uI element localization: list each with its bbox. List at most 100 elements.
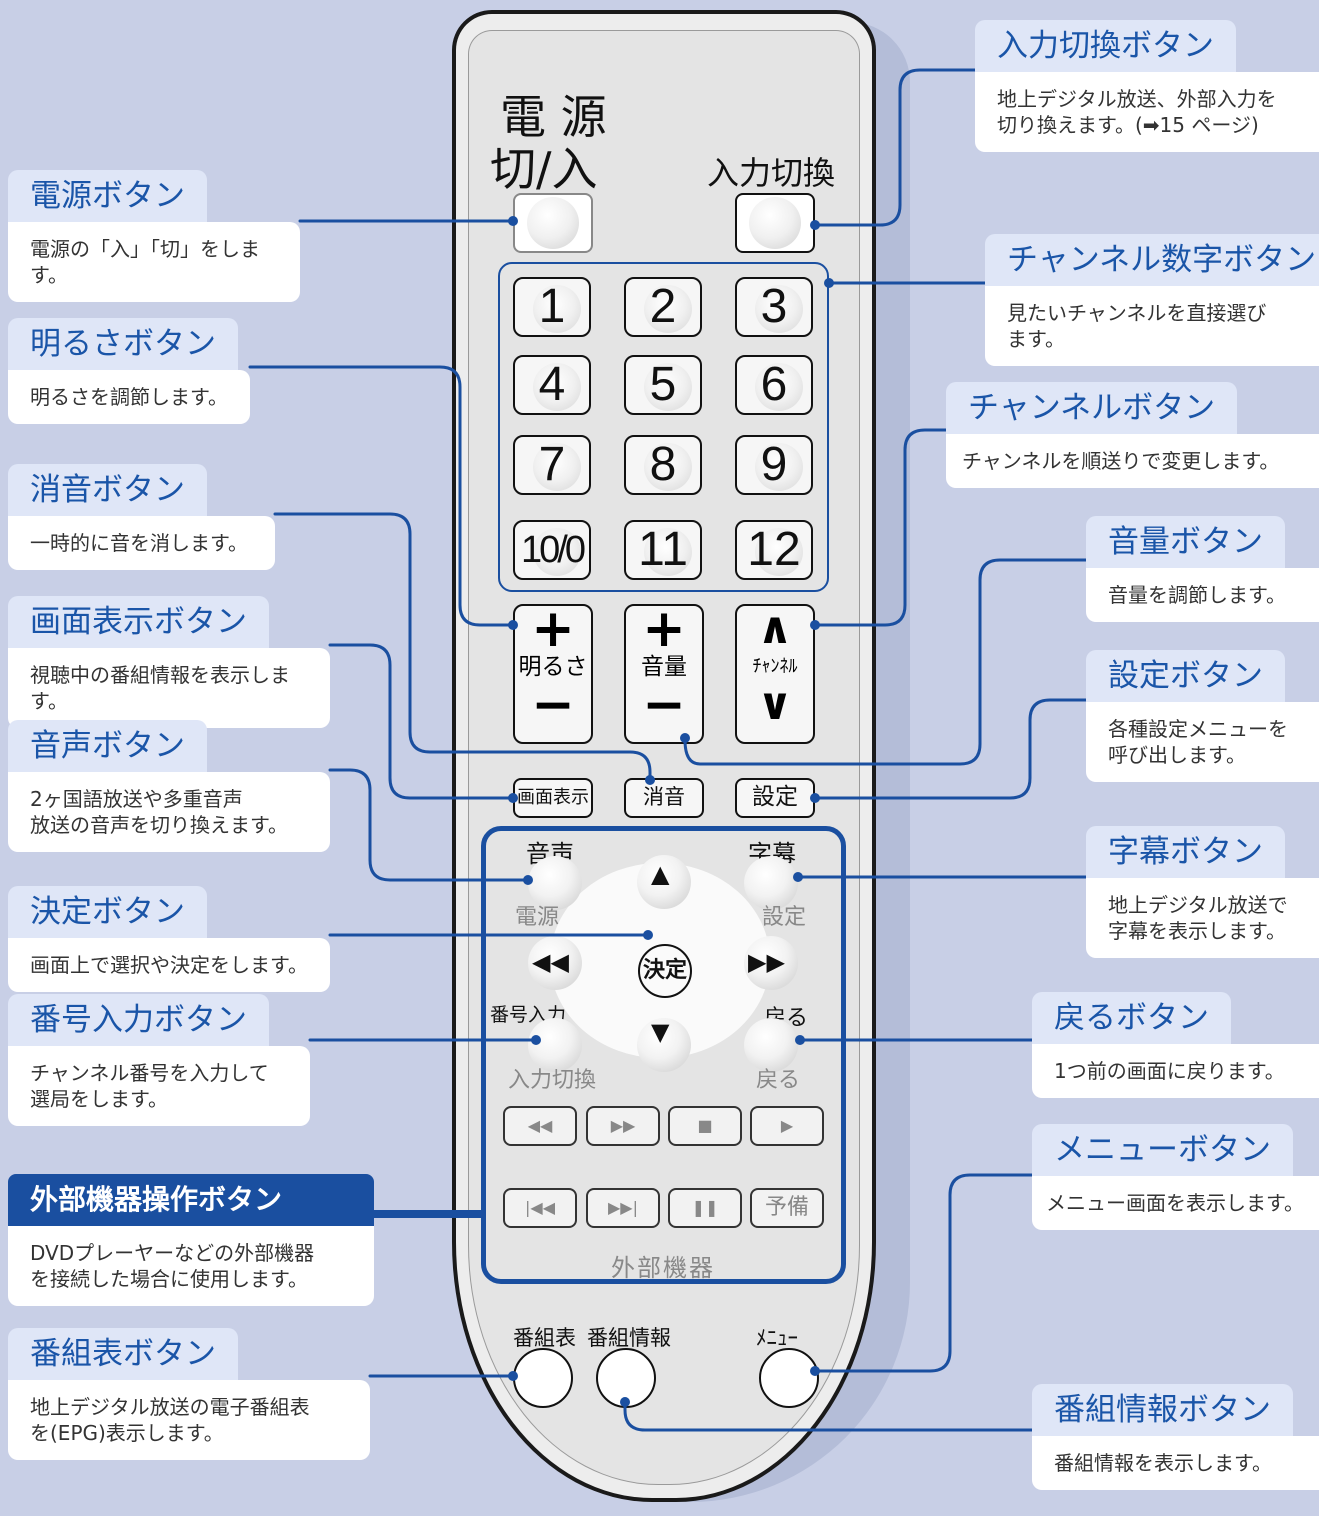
number-input-button[interactable] bbox=[528, 1018, 582, 1072]
volume-rocker[interactable]: + 音量 − bbox=[624, 599, 704, 744]
mute-button[interactable]: 消音 bbox=[624, 778, 704, 818]
number-button-10[interactable]: 10/0 bbox=[513, 520, 591, 580]
callout-number-input-desc: チャンネル番号を入力して 選局をします。 bbox=[8, 1046, 310, 1126]
callout-subtitle: 字幕ボタン 地上デジタル放送で 字幕を表示します。 bbox=[1086, 826, 1319, 958]
rewind-button[interactable]: ◀◀ bbox=[503, 1106, 577, 1146]
callout-channel-number-desc: 見たいチャンネルを直接選び ます。 bbox=[985, 286, 1319, 366]
audio-button[interactable] bbox=[528, 856, 582, 910]
number-button-2[interactable]: 2 bbox=[624, 277, 702, 337]
callout-display-desc: 視聴中の番組情報を表示します。 bbox=[8, 648, 330, 728]
down-arrow-icon: ▼ bbox=[651, 1018, 670, 1046]
left-button[interactable] bbox=[528, 936, 582, 990]
channel-rocker[interactable]: ∧ ﾁｬﾝﾈﾙ ∨ bbox=[735, 604, 815, 744]
left-arrow-icon: ◀◀ bbox=[532, 948, 569, 976]
callout-mute: 消音ボタン 一時的に音を消します。 bbox=[8, 464, 275, 570]
callout-input-title: 入力切換ボタン bbox=[975, 20, 1236, 72]
up-arrow-icon: ▲ bbox=[651, 860, 670, 888]
callout-back-desc: 1つ前の画面に戻ります。 bbox=[1032, 1044, 1319, 1098]
enter-button[interactable]: 決定 bbox=[638, 944, 692, 998]
input-switch-button[interactable] bbox=[735, 193, 815, 253]
callout-number-input-title: 番号入力ボタン bbox=[8, 994, 269, 1046]
callout-audio-title: 音声ボタン bbox=[8, 720, 207, 772]
number-button-6[interactable]: 6 bbox=[735, 355, 813, 415]
callout-enter-title: 決定ボタン bbox=[8, 886, 207, 938]
epg-label: 番組表 bbox=[513, 1326, 576, 1350]
callout-back-title: 戻るボタン bbox=[1032, 992, 1231, 1044]
play-button[interactable]: ▶ bbox=[750, 1106, 824, 1146]
up-button[interactable] bbox=[637, 855, 691, 909]
callout-info-title: 番組情報ボタン bbox=[1032, 1384, 1293, 1436]
callout-epg-desc: 地上デジタル放送の電子番組表 を(EPG)表示します。 bbox=[8, 1380, 370, 1460]
brightness-rocker[interactable]: + 明るさ − bbox=[513, 599, 593, 744]
callout-info-desc: 番組情報を表示します。 bbox=[1032, 1436, 1319, 1490]
pause-button[interactable]: ❚❚ bbox=[668, 1188, 742, 1228]
callout-display-title: 画面表示ボタン bbox=[8, 596, 269, 648]
number-button-8[interactable]: 8 bbox=[624, 435, 702, 495]
callout-channel-number: チャンネル数字ボタン 見たいチャンネルを直接選び ます。 bbox=[985, 234, 1319, 366]
number-button-12[interactable]: 12 bbox=[735, 520, 813, 580]
stop-button[interactable]: ■ bbox=[668, 1106, 742, 1146]
number-button-3[interactable]: 3 bbox=[735, 277, 813, 337]
channel-down-icon[interactable]: ∨ bbox=[757, 679, 793, 730]
info-button[interactable] bbox=[596, 1348, 656, 1408]
callout-volume: 音量ボタン 音量を調節します。 bbox=[1086, 516, 1319, 622]
power-label-top: 電 源 bbox=[500, 90, 607, 144]
right-arrow-icon: ▶▶ bbox=[748, 948, 785, 976]
number-button-1[interactable]: 1 bbox=[513, 277, 591, 337]
channel-label: ﾁｬﾝﾈﾙ bbox=[752, 656, 798, 677]
menu-label: ﾒﾆｭｰ bbox=[756, 1326, 798, 1350]
callout-settings: 設定ボタン 各種設定メニューを 呼び出します。 bbox=[1086, 650, 1319, 782]
callout-volume-title: 音量ボタン bbox=[1086, 516, 1285, 568]
down-button[interactable] bbox=[637, 1018, 691, 1072]
input-sub-label: 入力切換 bbox=[508, 1068, 597, 1093]
callout-brightness: 明るさボタン 明るさを調節します。 bbox=[8, 318, 250, 424]
power-button[interactable] bbox=[513, 193, 593, 253]
callout-channel-title: チャンネルボタン bbox=[946, 382, 1238, 434]
volume-down-icon[interactable]: − bbox=[642, 675, 686, 735]
brightness-up-icon[interactable]: + bbox=[531, 599, 575, 659]
fast-forward-button[interactable]: ▶▶ bbox=[586, 1106, 660, 1146]
brightness-down-icon[interactable]: − bbox=[531, 675, 575, 735]
number-button-11[interactable]: 11 bbox=[624, 520, 702, 580]
skip-forward-icon: ▶▶| bbox=[608, 1198, 638, 1217]
number-button-7[interactable]: 7 bbox=[513, 435, 591, 495]
subtitle-button[interactable] bbox=[744, 856, 798, 910]
callout-menu-desc: メニュー画面を表示します。 bbox=[1032, 1176, 1319, 1230]
settings-button[interactable]: 設定 bbox=[735, 778, 815, 818]
number-button-5[interactable]: 5 bbox=[624, 355, 702, 415]
callout-enter-desc: 画面上で選択や決定をします。 bbox=[8, 938, 330, 992]
callout-mute-title: 消音ボタン bbox=[8, 464, 207, 516]
callout-channel-number-title: チャンネル数字ボタン bbox=[985, 234, 1319, 286]
number-button-4[interactable]: 4 bbox=[513, 355, 591, 415]
stop-icon: ■ bbox=[697, 1116, 713, 1135]
callout-back: 戻るボタン 1つ前の画面に戻ります。 bbox=[1032, 992, 1319, 1098]
channel-up-icon[interactable]: ∧ bbox=[757, 603, 793, 654]
right-button[interactable] bbox=[744, 936, 798, 990]
pause-icon: ❚❚ bbox=[691, 1198, 719, 1217]
callout-external-desc: DVDプレーヤーなどの外部機器 を接続した場合に使用します。 bbox=[8, 1226, 374, 1306]
callout-display: 画面表示ボタン 視聴中の番組情報を表示します。 bbox=[8, 596, 330, 728]
fast-forward-icon: ▶▶ bbox=[610, 1116, 636, 1135]
volume-up-icon[interactable]: + bbox=[642, 599, 686, 659]
callout-menu-title: メニューボタン bbox=[1032, 1124, 1293, 1176]
callout-input: 入力切換ボタン 地上デジタル放送、外部入力を 切り換えます。(➡15 ページ) bbox=[975, 20, 1319, 152]
epg-button[interactable] bbox=[513, 1348, 573, 1408]
display-button[interactable]: 画面表示 bbox=[513, 778, 593, 818]
external-device-label: 外部機器 bbox=[611, 1254, 715, 1282]
callout-brightness-desc: 明るさを調節します。 bbox=[8, 370, 250, 424]
next-button[interactable]: ▶▶| bbox=[586, 1188, 660, 1228]
back-sub-label: 戻る bbox=[756, 1068, 801, 1093]
callout-settings-desc: 各種設定メニューを 呼び出します。 bbox=[1086, 702, 1319, 782]
callout-volume-desc: 音量を調節します。 bbox=[1086, 568, 1319, 622]
callout-epg-title: 番組表ボタン bbox=[8, 1328, 238, 1380]
external-device-section bbox=[481, 826, 846, 1284]
reserve-button[interactable]: 予備 bbox=[750, 1188, 824, 1228]
callout-subtitle-desc: 地上デジタル放送で 字幕を表示します。 bbox=[1086, 878, 1319, 958]
back-button[interactable] bbox=[744, 1018, 798, 1072]
previous-button[interactable]: |◀◀ bbox=[503, 1188, 577, 1228]
callout-external: 外部機器操作ボタン DVDプレーヤーなどの外部機器 を接続した場合に使用します。 bbox=[8, 1174, 374, 1306]
callout-brightness-title: 明るさボタン bbox=[8, 318, 238, 370]
number-button-9[interactable]: 9 bbox=[735, 435, 813, 495]
menu-button[interactable] bbox=[759, 1348, 819, 1408]
callout-epg: 番組表ボタン 地上デジタル放送の電子番組表 を(EPG)表示します。 bbox=[8, 1328, 370, 1460]
